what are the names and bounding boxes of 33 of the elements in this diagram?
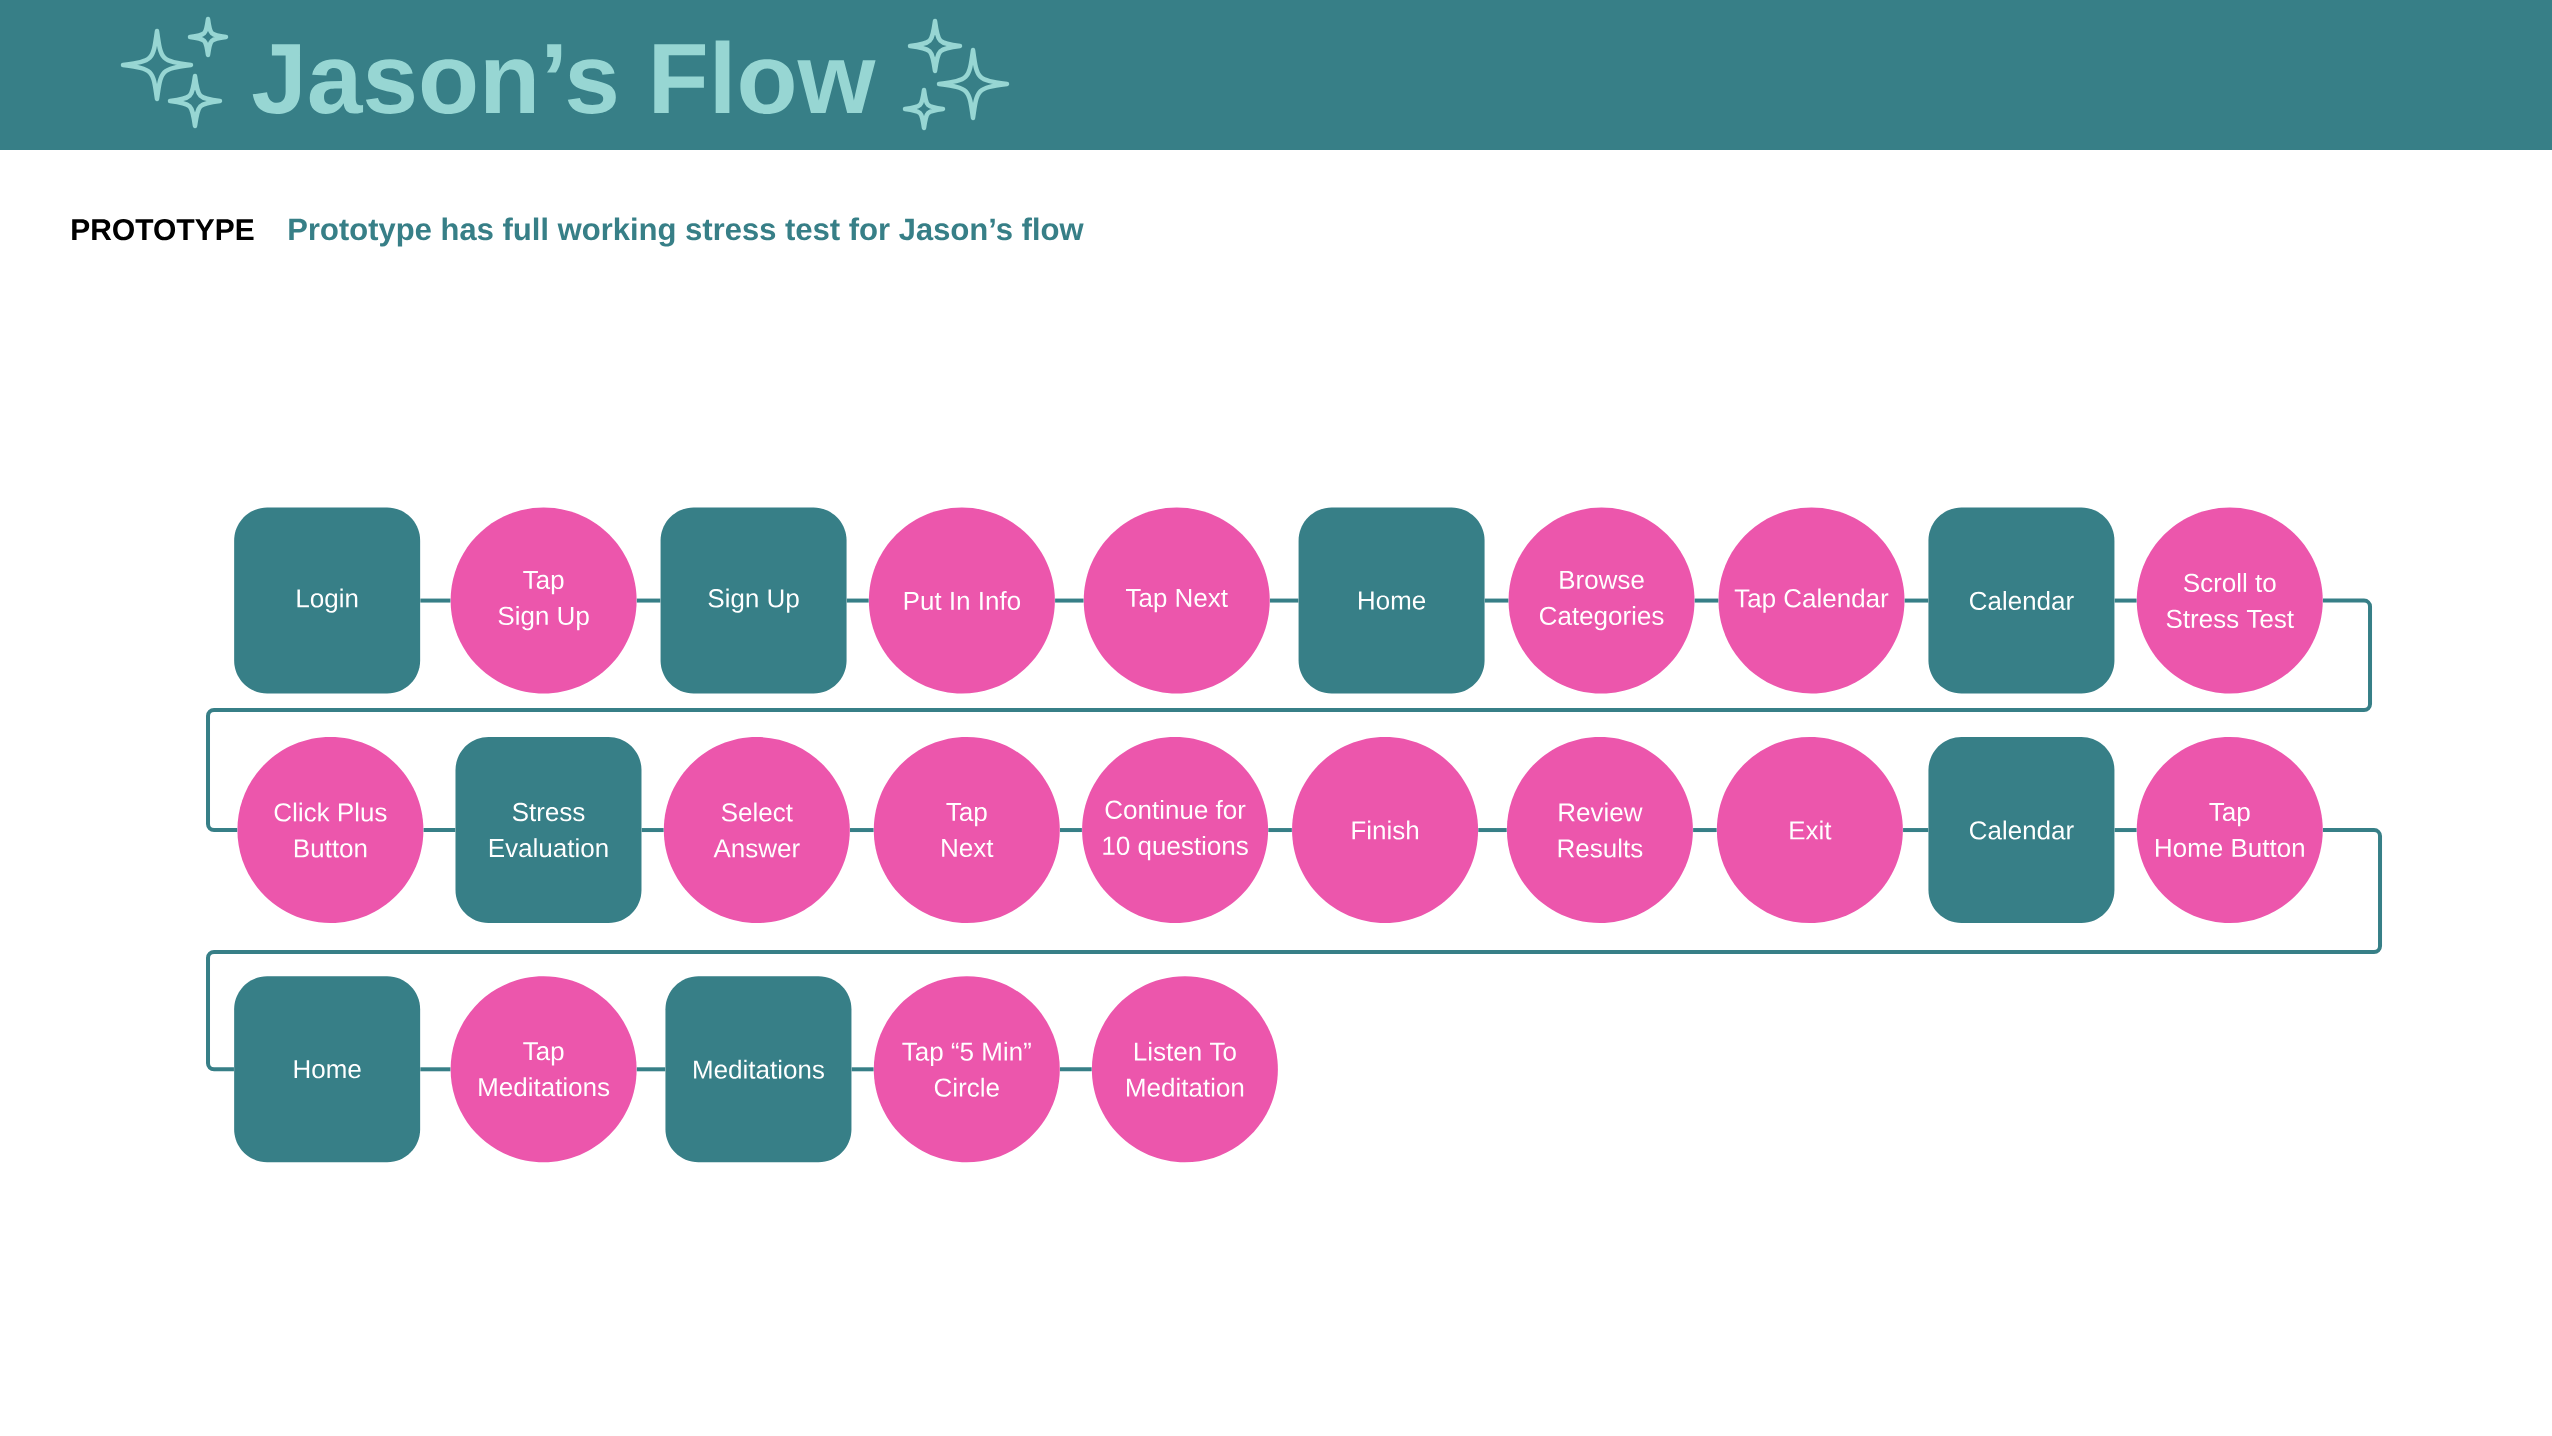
connector-line	[1268, 828, 1292, 833]
process-box: Sign Up	[660, 507, 847, 694]
connector-line	[1060, 828, 1082, 833]
connector-line	[1694, 598, 1719, 603]
connector-line	[636, 1067, 666, 1072]
connector-line	[1903, 828, 1929, 833]
connector-line	[1484, 598, 1509, 603]
connector-line	[1055, 598, 1084, 603]
title: Jason’s Flow	[252, 40, 876, 114]
connector-line	[423, 828, 456, 833]
connector-line	[851, 1067, 874, 1072]
connector-line	[1904, 598, 1929, 603]
process-box: Home	[1298, 507, 1485, 694]
connector-line	[636, 598, 661, 603]
connector-line	[420, 598, 451, 603]
section-label: PROTOTYPE	[72, 219, 254, 241]
process-box: Home	[234, 976, 421, 1163]
connector-line	[2114, 828, 2137, 833]
connector-line	[2114, 598, 2137, 603]
process-box: Calendar	[1928, 737, 2115, 924]
connector-line	[641, 828, 664, 833]
process-box: Login	[234, 507, 421, 694]
process-box: Stress Evaluation	[455, 737, 642, 924]
description-text: Prototype has full working stress test for Jason’s flow	[289, 217, 1084, 247]
process-box: Calendar	[1928, 507, 2115, 694]
connector-line	[1269, 598, 1299, 603]
connector-line	[1693, 828, 1717, 833]
connector-line	[420, 1067, 451, 1072]
connector-line	[1478, 828, 1507, 833]
connector-line	[850, 828, 874, 833]
connector-line	[1060, 1067, 1092, 1072]
connector-line	[846, 598, 869, 603]
process-box: Meditations	[665, 976, 852, 1163]
